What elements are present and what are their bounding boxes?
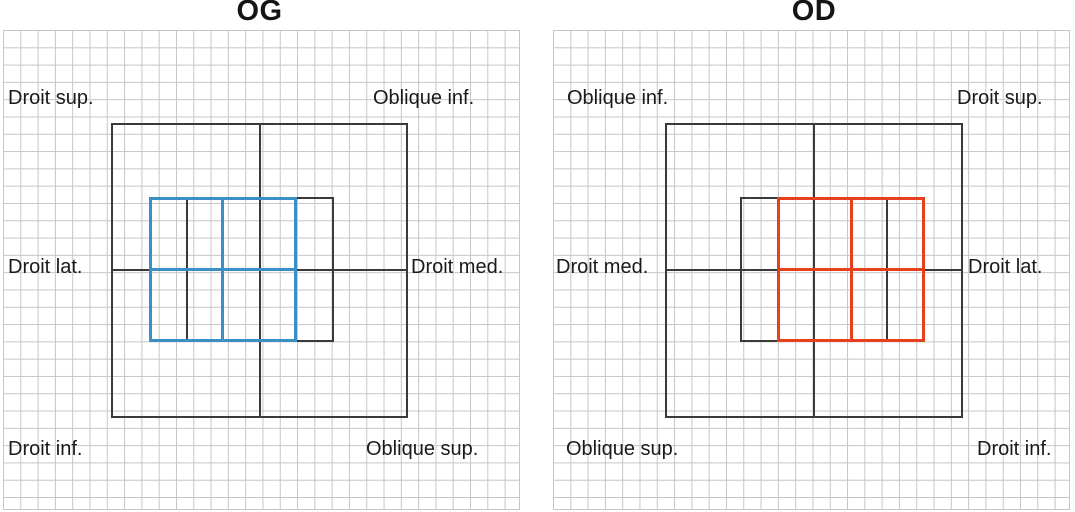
og-label-oblique-inf: Oblique inf. — [373, 87, 475, 109]
og-label-droit-inf: Droit inf. — [8, 438, 83, 460]
og-field-center-horizontal — [151, 268, 294, 271]
od-panel-title: OD — [791, 0, 837, 27]
og-label-droit-med: Droit med. — [411, 256, 504, 278]
og-deviated-field-square — [148, 197, 297, 342]
og-label-oblique-sup: Oblique sup. — [366, 438, 479, 460]
od-field-center-horizontal — [780, 268, 922, 271]
og-panel-title: OG — [236, 0, 283, 27]
od-deviated-field-square — [777, 197, 925, 342]
od-label-oblique-inf: Oblique inf. — [567, 87, 669, 109]
od-label-oblique-sup: Oblique sup. — [566, 438, 679, 460]
og-label-droit-lat: Droit lat. — [8, 256, 83, 278]
od-label-droit-inf: Droit inf. — [977, 438, 1052, 460]
od-label-droit-med: Droit med. — [556, 256, 649, 278]
od-label-droit-lat: Droit lat. — [968, 256, 1043, 278]
od-label-droit-sup: Droit sup. — [957, 87, 1043, 109]
og-label-droit-sup: Droit sup. — [8, 87, 94, 109]
